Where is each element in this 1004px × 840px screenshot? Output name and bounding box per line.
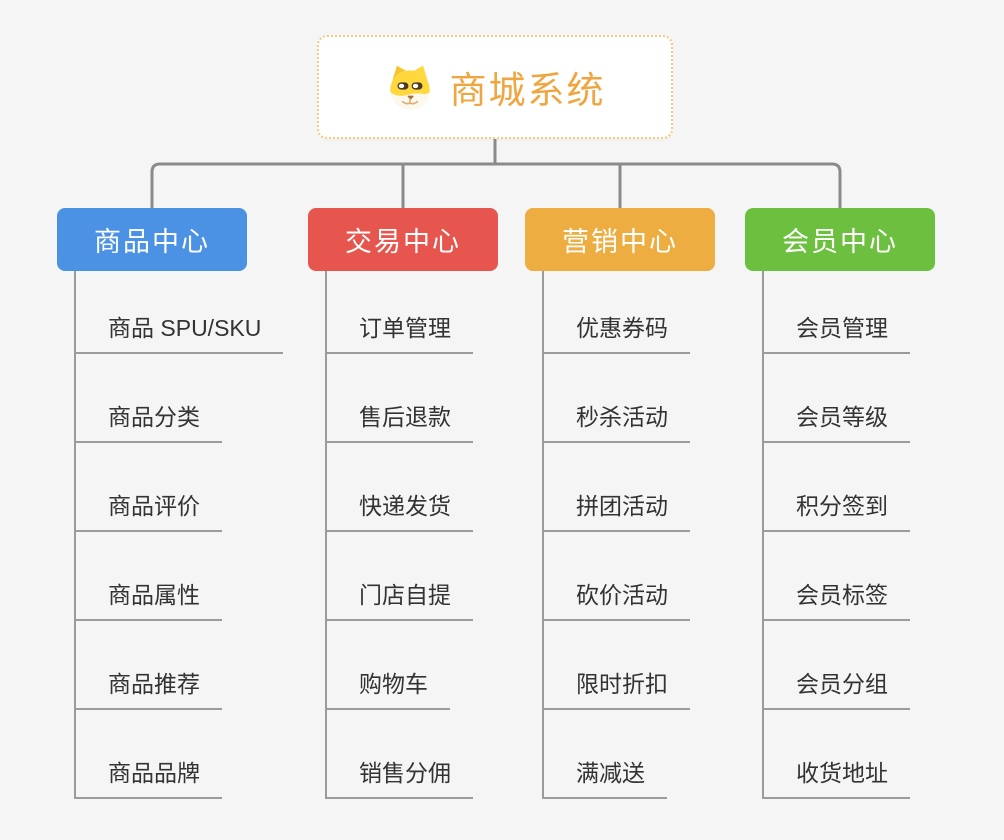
child-topic[interactable]: 收货地址 bbox=[764, 710, 910, 799]
branch-label: 商品中心 bbox=[94, 227, 210, 257]
branch-header-member[interactable]: 会员中心 bbox=[745, 208, 935, 271]
child-topic-label: 会员管理 bbox=[796, 315, 888, 341]
branch-header-trade[interactable]: 交易中心 bbox=[308, 208, 498, 271]
dog-icon bbox=[389, 65, 430, 110]
branch-header-marketing[interactable]: 营销中心 bbox=[525, 208, 715, 271]
child-topic-label: 拼团活动 bbox=[576, 493, 668, 519]
root-node[interactable]: 商城系统 bbox=[317, 35, 673, 139]
child-topic[interactable]: 满减送 bbox=[544, 710, 667, 799]
child-topic[interactable]: 商品 SPU/SKU bbox=[76, 271, 284, 354]
child-topic-label: 门店自提 bbox=[359, 582, 451, 608]
child-topic[interactable]: 会员分组 bbox=[764, 621, 910, 710]
branch-label: 会员中心 bbox=[782, 227, 898, 257]
child-topic-label: 售后退款 bbox=[359, 404, 451, 430]
child-topic-label: 积分签到 bbox=[796, 493, 888, 519]
child-topic-label: 优惠券码 bbox=[576, 315, 668, 341]
child-topic-label: 商品推荐 bbox=[108, 671, 200, 697]
child-topic-label: 购物车 bbox=[359, 671, 428, 697]
child-topic-label: 商品 SPU/SKU bbox=[108, 315, 262, 341]
child-topic[interactable]: 会员等级 bbox=[764, 354, 910, 443]
child-topic[interactable]: 商品分类 bbox=[76, 354, 222, 443]
child-topic[interactable]: 商品品牌 bbox=[76, 710, 222, 799]
child-topic[interactable]: 订单管理 bbox=[327, 271, 473, 354]
branch-children: 商品 SPU/SKU 商品分类 商品评价 商品属性 商品推荐 商品品牌 bbox=[74, 271, 297, 799]
branch-header-product[interactable]: 商品中心 bbox=[57, 208, 247, 271]
child-topic[interactable]: 购物车 bbox=[327, 621, 450, 710]
child-topic[interactable]: 快递发货 bbox=[327, 443, 473, 532]
child-topic[interactable]: 积分签到 bbox=[764, 443, 910, 532]
child-topic-label: 限时折扣 bbox=[576, 671, 668, 697]
child-topic-label: 销售分佣 bbox=[359, 760, 451, 786]
branch-marketing: 营销中心 优惠券码 秒杀活动 拼团活动 砍价活动 限时折扣 满减送 bbox=[525, 208, 765, 799]
child-topic-label: 收货地址 bbox=[796, 760, 888, 786]
child-topic-label: 秒杀活动 bbox=[576, 404, 668, 430]
child-topic[interactable]: 优惠券码 bbox=[544, 271, 690, 354]
branch-children: 订单管理 售后退款 快递发货 门店自提 购物车 销售分佣 bbox=[325, 271, 548, 799]
child-topic-label: 商品分类 bbox=[108, 404, 200, 430]
child-topic[interactable]: 商品评价 bbox=[76, 443, 222, 532]
root-title: 商城系统 bbox=[449, 70, 606, 111]
child-topic[interactable]: 砍价活动 bbox=[544, 532, 690, 621]
child-topic[interactable]: 会员管理 bbox=[764, 271, 910, 354]
child-topic[interactable]: 秒杀活动 bbox=[544, 354, 690, 443]
child-topic-label: 会员标签 bbox=[796, 582, 888, 608]
branch-member: 会员中心 会员管理 会员等级 积分签到 会员标签 会员分组 收货地址 bbox=[745, 208, 985, 799]
child-topic-label: 会员等级 bbox=[796, 404, 888, 430]
branch-trade: 交易中心 订单管理 售后退款 快递发货 门店自提 购物车 销售分佣 bbox=[308, 208, 548, 799]
child-topic-label: 商品评价 bbox=[108, 493, 200, 519]
child-topic[interactable]: 商品属性 bbox=[76, 532, 222, 621]
child-topic[interactable]: 售后退款 bbox=[327, 354, 473, 443]
child-topic-label: 订单管理 bbox=[359, 315, 451, 341]
child-topic-label: 商品品牌 bbox=[108, 760, 200, 786]
child-topic-label: 满减送 bbox=[576, 760, 645, 786]
child-topic[interactable]: 销售分佣 bbox=[327, 710, 473, 799]
branch-product: 商品中心 商品 SPU/SKU 商品分类 商品评价 商品属性 商品推荐 商品品牌 bbox=[57, 208, 297, 799]
branch-label: 营销中心 bbox=[562, 227, 678, 257]
branch-label: 交易中心 bbox=[345, 227, 461, 257]
child-topic[interactable]: 限时折扣 bbox=[544, 621, 690, 710]
child-topic-label: 快递发货 bbox=[359, 493, 451, 519]
child-topic[interactable]: 拼团活动 bbox=[544, 443, 690, 532]
child-topic-label: 商品属性 bbox=[108, 582, 200, 608]
branch-children: 优惠券码 秒杀活动 拼团活动 砍价活动 限时折扣 满减送 bbox=[542, 271, 765, 799]
branch-children: 会员管理 会员等级 积分签到 会员标签 会员分组 收货地址 bbox=[762, 271, 985, 799]
child-topic[interactable]: 商品推荐 bbox=[76, 621, 222, 710]
child-topic[interactable]: 门店自提 bbox=[327, 532, 473, 621]
child-topic-label: 会员分组 bbox=[796, 671, 888, 697]
child-topic-label: 砍价活动 bbox=[576, 582, 668, 608]
child-topic[interactable]: 会员标签 bbox=[764, 532, 910, 621]
